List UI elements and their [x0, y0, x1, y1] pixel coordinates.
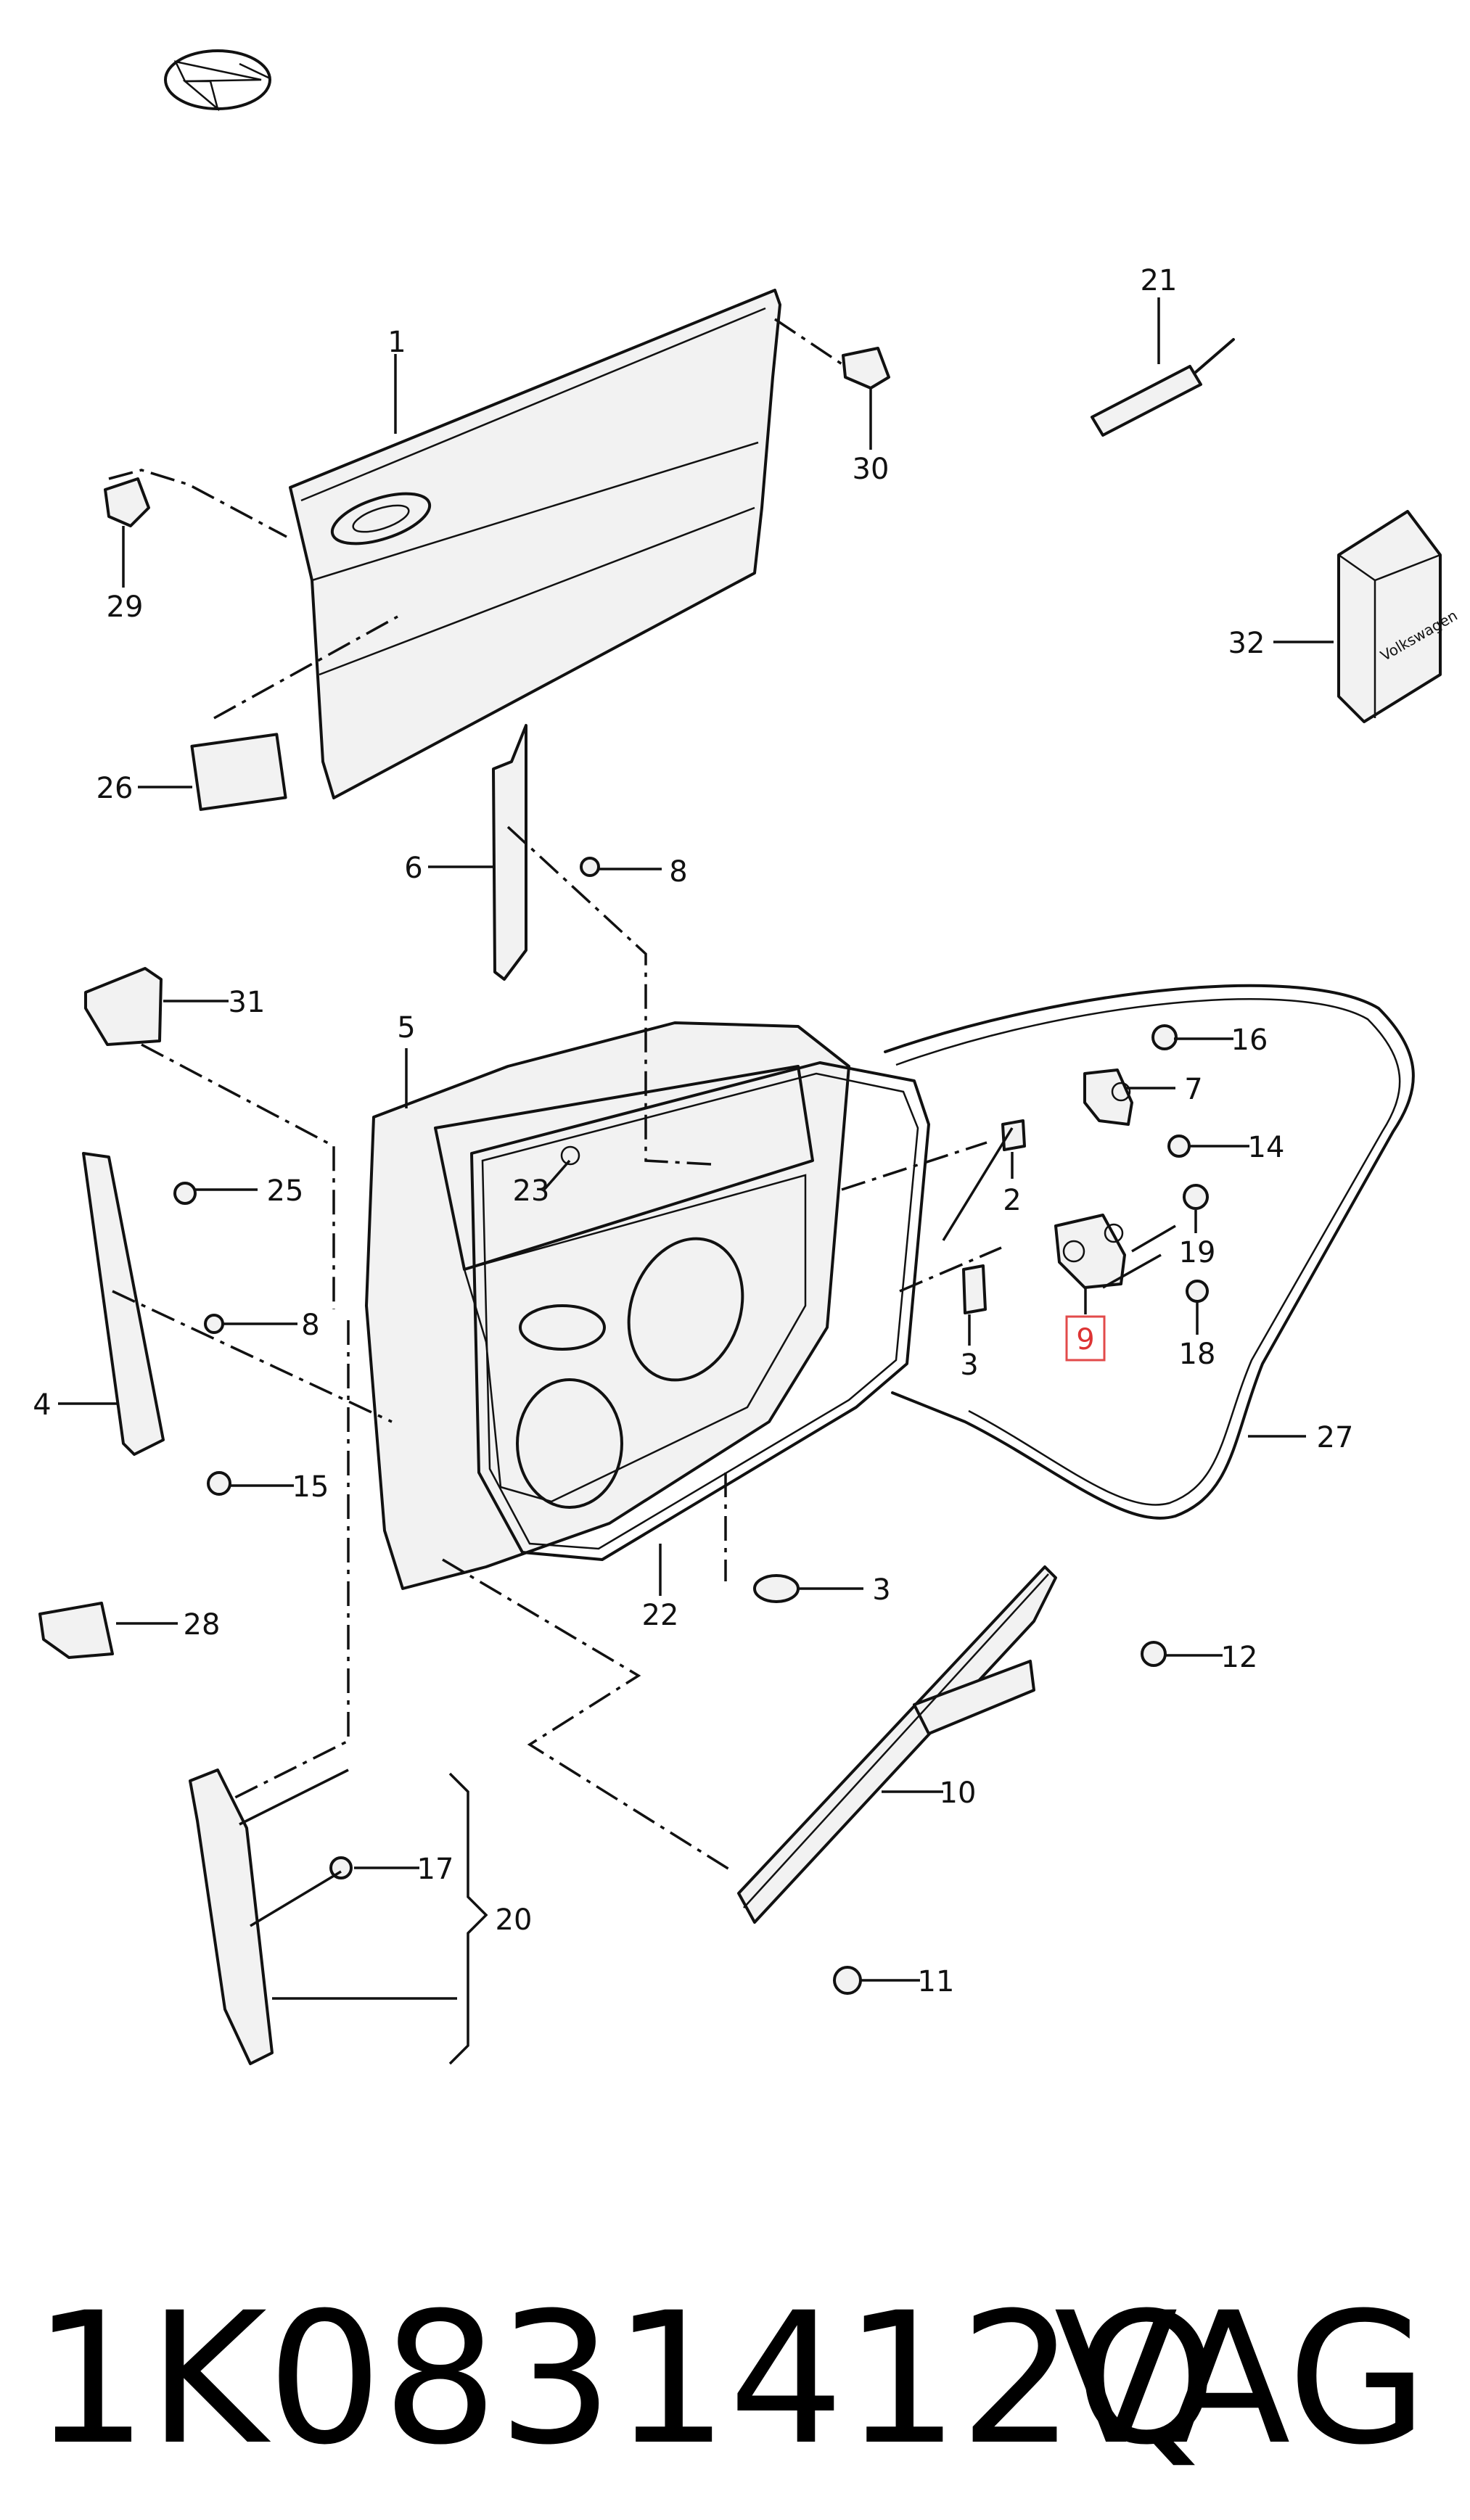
callout-27: 27	[1317, 1421, 1354, 1454]
callout-28: 28	[184, 1608, 221, 1642]
door-shell	[365, 1021, 850, 1590]
cover-cap-icon	[84, 967, 163, 1046]
shim-plate-lower-icon	[962, 1264, 987, 1314]
callout-3-lower: 3	[872, 1573, 890, 1607]
door-inner-seal-inner	[481, 1072, 919, 1550]
callout-5: 5	[397, 1011, 415, 1045]
body-seal-inner	[895, 998, 1401, 1506]
callout-3-upper: 3	[960, 1348, 978, 1382]
callout-20: 20	[496, 1903, 533, 1937]
callout-18: 18	[1179, 1338, 1216, 1371]
callout-4: 4	[33, 1388, 51, 1422]
highlight-box-9	[1065, 1315, 1106, 1362]
callout-6: 6	[404, 852, 422, 885]
bolt-19-icon	[1183, 1184, 1209, 1210]
callout-10: 10	[940, 1776, 977, 1810]
bolt-12-icon	[1141, 1641, 1167, 1667]
package-box-icon: Volkswagen	[1337, 510, 1461, 723]
callout-30: 30	[853, 453, 890, 486]
touch-up-pen-icon	[1091, 338, 1235, 437]
lower-hinge-icon	[1054, 1214, 1126, 1289]
callout-12: 12	[1221, 1641, 1258, 1674]
bracket-icon	[38, 1602, 114, 1659]
body-seal	[884, 984, 1415, 1520]
rivet-8-top-icon	[580, 857, 600, 877]
callout-8-top: 8	[669, 855, 687, 889]
upper-hinge-icon	[1083, 1068, 1133, 1126]
clip-17-icon	[329, 1856, 353, 1879]
brand-label: VAG	[1054, 2273, 1428, 2484]
callout-11: 11	[918, 1965, 955, 1998]
shim-plate-icon	[1001, 1119, 1026, 1151]
callout-23: 23	[513, 1174, 550, 1208]
outer-door-panel	[289, 289, 781, 799]
clip-23-icon	[560, 1145, 580, 1166]
callout-29: 29	[107, 590, 144, 624]
pillar-trim	[82, 1152, 165, 1456]
callout-17: 17	[417, 1853, 454, 1886]
callout-1: 1	[387, 326, 406, 359]
door-pad-icon	[190, 733, 287, 811]
callout-32: 32	[1228, 627, 1265, 660]
callout-2: 2	[1003, 1184, 1021, 1217]
callout-19: 19	[1179, 1236, 1216, 1269]
bolt-16-icon	[1151, 1024, 1178, 1050]
bolt-18-icon	[1186, 1280, 1209, 1303]
nut-15-icon	[207, 1471, 231, 1496]
callout-8-bottom: 8	[301, 1309, 319, 1342]
callout-22: 22	[642, 1599, 679, 1632]
door-buffer-icon	[842, 347, 890, 390]
rivet-8-bottom-icon	[204, 1314, 224, 1334]
callout-25: 25	[267, 1174, 304, 1208]
callout-14: 14	[1248, 1131, 1285, 1164]
callout-7: 7	[1184, 1073, 1202, 1106]
bolt-14-icon	[1167, 1135, 1191, 1158]
door-clip-icon	[104, 477, 150, 527]
part-number: 1K0831412Q	[33, 2273, 1218, 2484]
callout-9: 9	[1076, 1323, 1094, 1356]
nut-11-icon	[833, 1966, 862, 1995]
callout-21: 21	[1141, 264, 1178, 297]
a-pillar-trim	[189, 1768, 274, 2065]
grommet-3-icon	[753, 1574, 800, 1603]
clip-25-icon	[173, 1182, 197, 1205]
window-regulator	[737, 1565, 1057, 1924]
door-inner-seal	[470, 1061, 930, 1561]
callout-16: 16	[1231, 1024, 1268, 1057]
callout-31: 31	[229, 986, 266, 1019]
callout-26: 26	[97, 772, 134, 805]
callout-15: 15	[292, 1470, 329, 1504]
door-trim-strip	[492, 724, 527, 981]
logo-icon	[164, 49, 271, 112]
